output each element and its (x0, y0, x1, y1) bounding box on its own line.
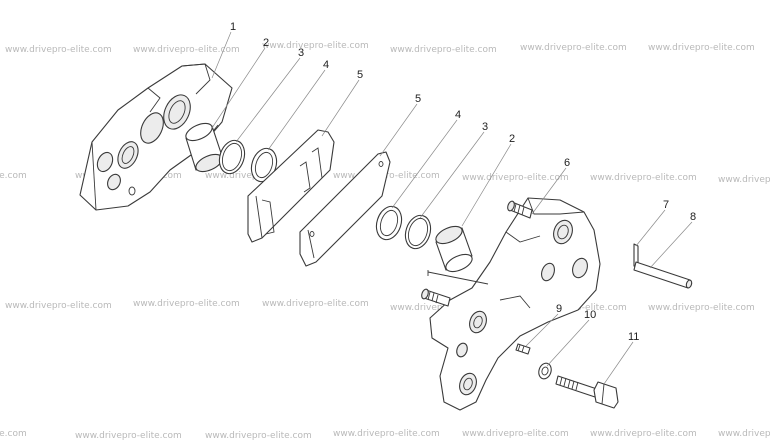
watermark: www.drivepro-elite.com (262, 41, 369, 51)
callout-part-11: 11 (628, 331, 639, 343)
callout-part-4-inner: 4 (455, 109, 461, 121)
callout-part-3: 3 (298, 47, 304, 59)
dust-boot-outer (250, 147, 278, 183)
brake-pad-outer (247, 129, 335, 243)
watermark: www.drivepro-elite.com (262, 299, 369, 309)
watermark: www.drivepro-elite.com (590, 173, 697, 183)
watermark: www.drivepro-elite.com (390, 45, 497, 55)
watermark: www.drivepro-elite.com (462, 173, 569, 183)
inner-caliper-housing (421, 197, 601, 411)
dust-boot-inner (375, 205, 403, 241)
callout-part-4: 4 (323, 59, 329, 71)
callout-labels: 1 2 3 4 5 5 4 3 2 6 7 8 9 10 11 (230, 21, 696, 343)
watermark: www.drivepro-elite.com (0, 429, 27, 439)
mounting-bolt (555, 375, 619, 409)
callout-part-3-inner: 3 (482, 121, 488, 133)
washer (538, 362, 552, 380)
watermark: www.drivepro-elite.com (333, 429, 440, 439)
bleed-screw (515, 343, 531, 355)
callout-part-7: 7 (663, 199, 669, 211)
callout-part-9: 9 (556, 303, 562, 315)
outer-caliper-housing (79, 63, 233, 211)
watermark: www.drivepro-elite.com (718, 175, 770, 185)
callout-part-1: 1 (230, 21, 236, 33)
watermark: www.drivepro-elite.com (590, 429, 697, 439)
watermark: www.drivepro-elite.com (5, 301, 112, 311)
watermark: www.drivepro-elite.com (5, 45, 112, 55)
callout-part-5-inner: 5 (415, 93, 421, 105)
callout-part-5: 5 (357, 69, 363, 81)
seal-ring-inner (404, 214, 432, 250)
watermark: www.drivepro-elite.com (462, 429, 569, 439)
watermark: www.drivepro-elite.com (205, 431, 312, 441)
watermark: www.drivepro-elite.com (648, 303, 755, 313)
callout-part-6: 6 (564, 157, 570, 169)
watermark: www.drivepro-elite.com (520, 43, 627, 53)
piston-inner (435, 225, 473, 273)
watermark: www.drivepro-elite.com (648, 43, 755, 53)
watermark-layer: www.drivepro-elite.com www.drivepro-elit… (0, 41, 770, 441)
seal-ring-outer (218, 139, 246, 175)
watermark: www.drivepro-elite.com (133, 45, 240, 55)
callout-part-2-inner: 2 (509, 133, 515, 145)
brake-pad-inner (299, 151, 391, 267)
callout-part-8: 8 (690, 211, 696, 223)
callout-part-2: 2 (263, 37, 269, 49)
watermark: www.drivepro-elite.com (75, 431, 182, 441)
callout-part-10: 10 (584, 309, 596, 321)
watermark: www.drivepro-elite.com (0, 171, 27, 181)
watermark: www.drivepro-elite.com (133, 299, 240, 309)
guide-rod (633, 261, 693, 289)
watermark: www.drivepro-elite.com (718, 429, 770, 439)
leader-lines (211, 31, 693, 385)
piston-outer (185, 122, 223, 173)
